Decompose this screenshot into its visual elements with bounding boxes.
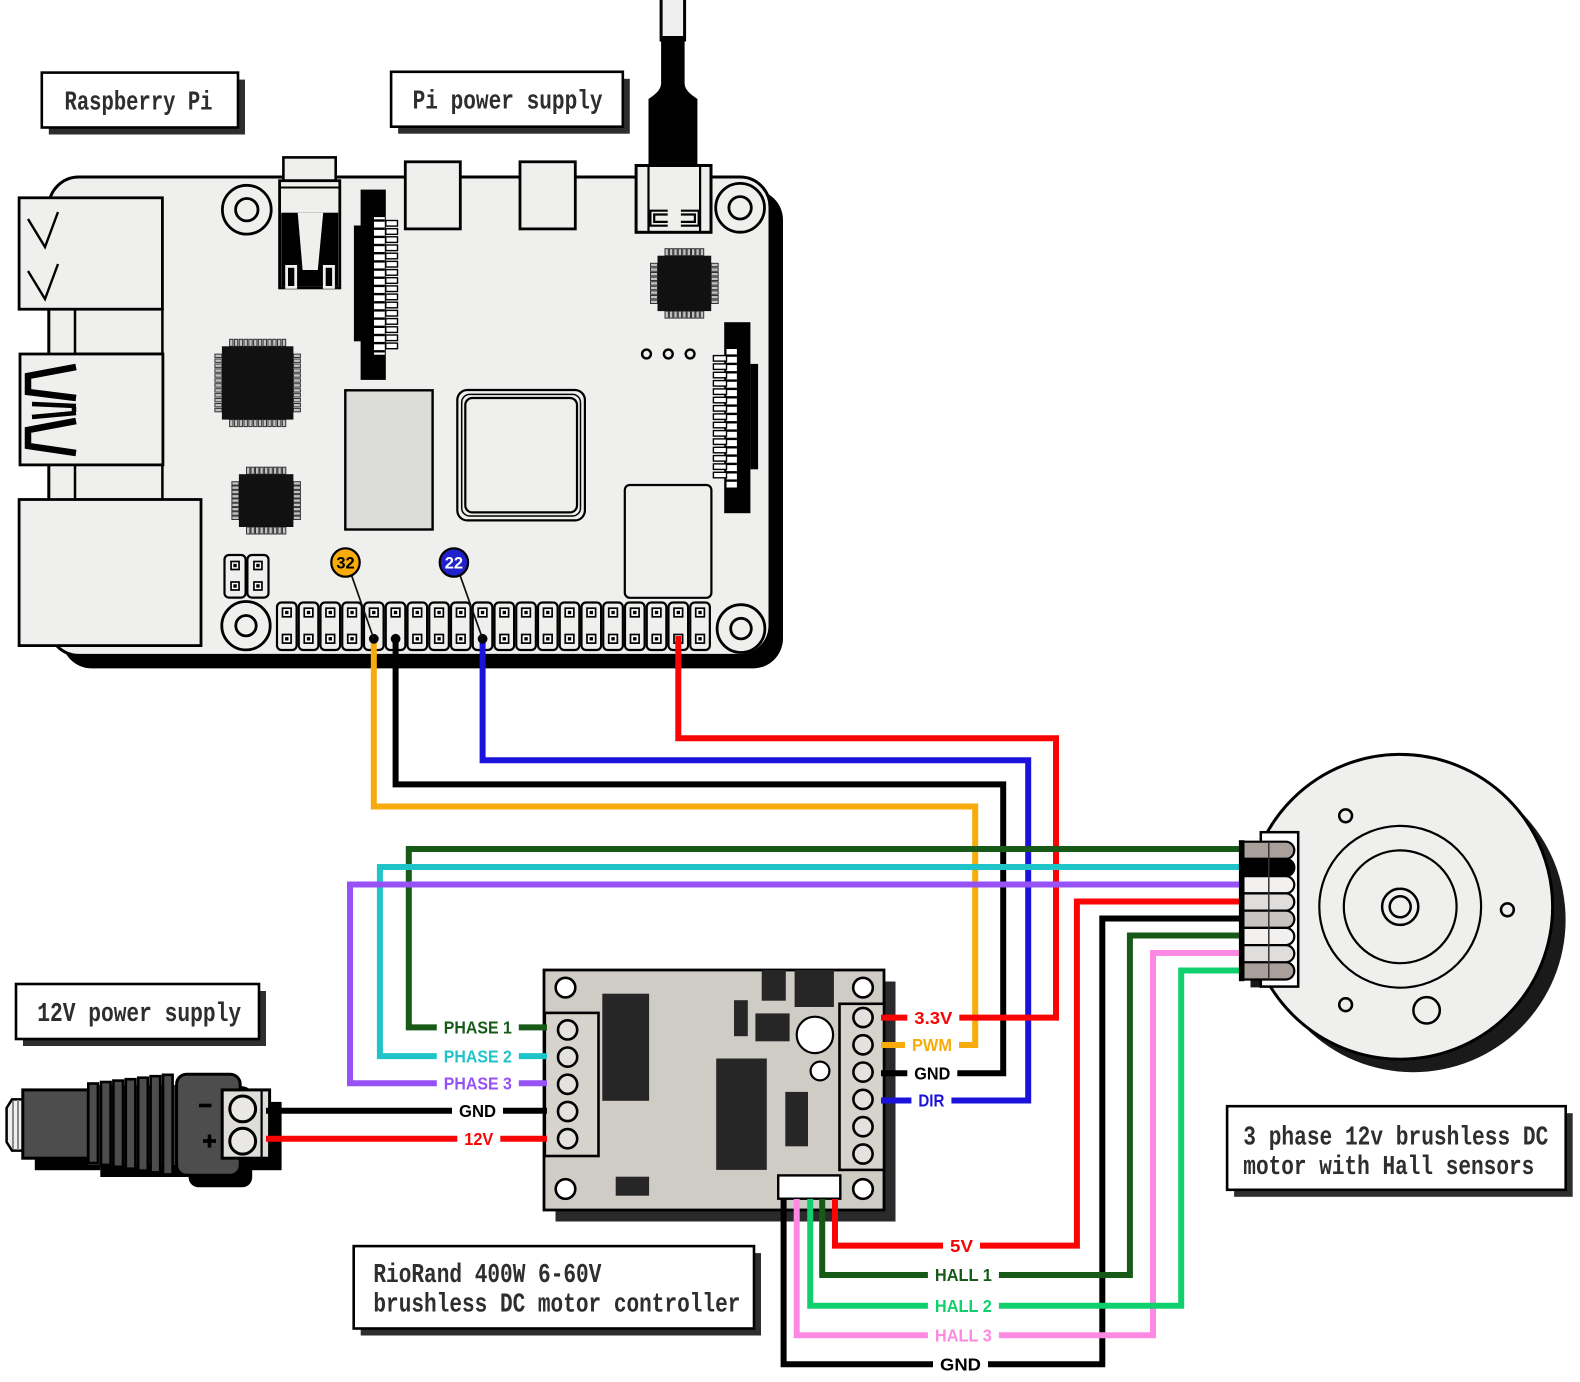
svg-text:HALL 2: HALL 2 xyxy=(935,1296,992,1316)
svg-text:DIR: DIR xyxy=(918,1091,944,1111)
svg-text:PWM: PWM xyxy=(912,1035,952,1055)
svg-text:PHASE 2: PHASE 2 xyxy=(444,1046,512,1066)
svg-text:12V power supply: 12V power supply xyxy=(37,1000,241,1030)
svg-text:motor with Hall sensors: motor with Hall sensors xyxy=(1243,1153,1534,1183)
svg-text:3.3V: 3.3V xyxy=(914,1008,952,1028)
svg-text:12V: 12V xyxy=(464,1129,493,1149)
svg-text:GND: GND xyxy=(940,1355,981,1375)
svg-text:HALL 3: HALL 3 xyxy=(935,1325,992,1345)
svg-text:Raspberry Pi: Raspberry Pi xyxy=(65,89,213,119)
svg-text:GND: GND xyxy=(459,1101,496,1121)
svg-text:brushless DC motor controller: brushless DC motor controller xyxy=(373,1291,740,1321)
svg-text:3 phase 12v brushless DC: 3 phase 12v brushless DC xyxy=(1243,1123,1548,1153)
svg-text:RioRand 400W 6-60V: RioRand 400W 6-60V xyxy=(373,1261,602,1291)
svg-text:PHASE 1: PHASE 1 xyxy=(444,1018,512,1038)
svg-text:PHASE 3: PHASE 3 xyxy=(444,1074,512,1094)
svg-text:32: 32 xyxy=(336,555,354,573)
svg-text:5V: 5V xyxy=(950,1236,973,1256)
svg-text:GND: GND xyxy=(914,1063,950,1083)
svg-text:22: 22 xyxy=(445,555,463,573)
svg-text:Pi power supply: Pi power supply xyxy=(413,88,603,118)
svg-text:HALL 1: HALL 1 xyxy=(935,1265,992,1285)
